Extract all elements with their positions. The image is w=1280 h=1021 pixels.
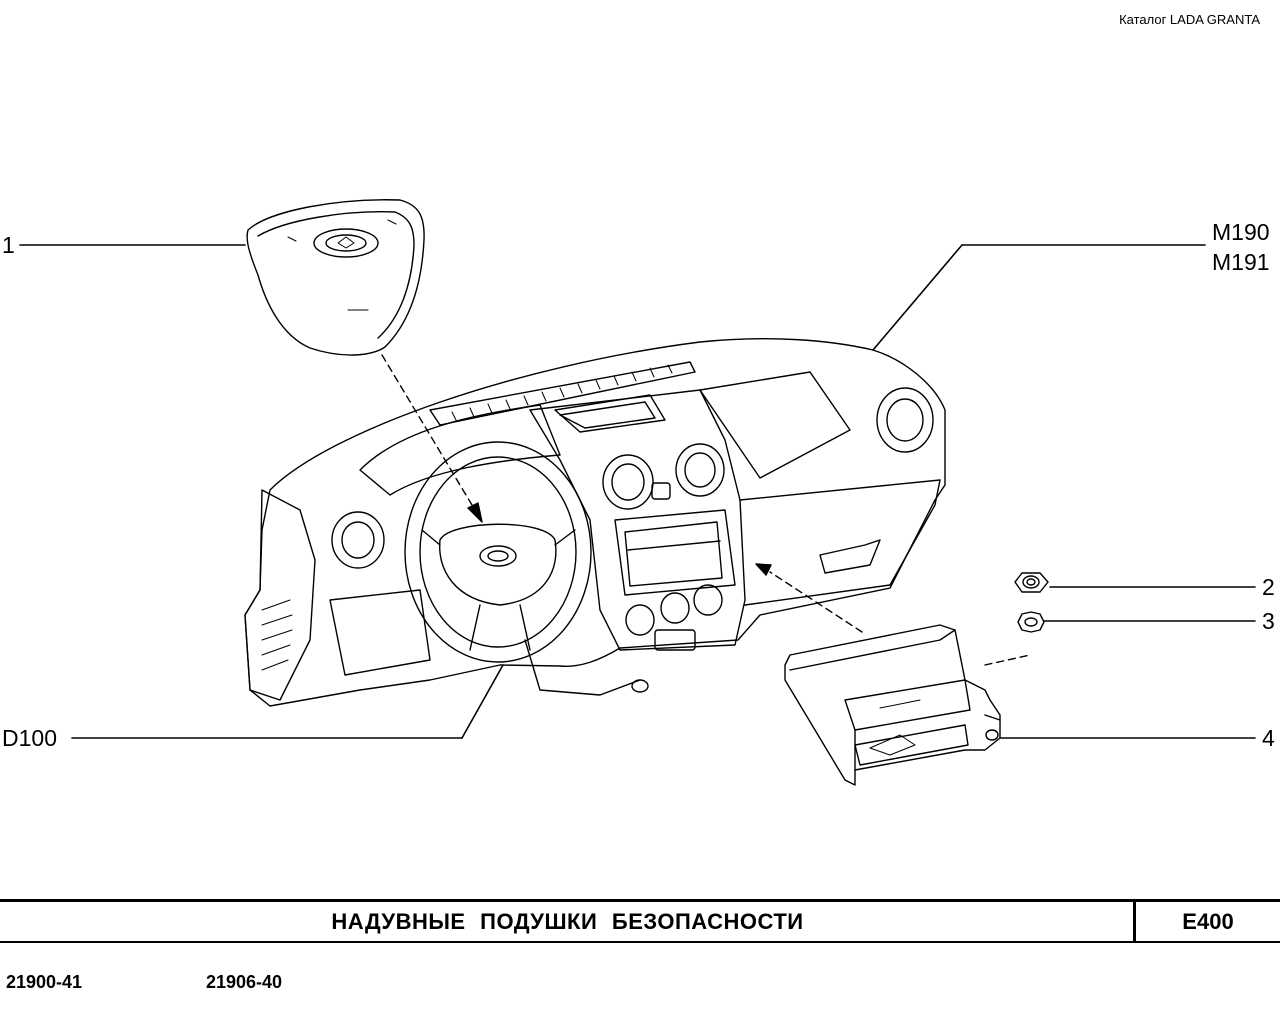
arrow-airbag — [467, 502, 483, 523]
callout-3: 3 — [1262, 608, 1275, 634]
title-divider — [1133, 902, 1136, 941]
title-bar: НАДУВНЫЕ ПОДУШКИ БЕЗОПАСНОСТИ E400 — [0, 899, 1280, 943]
callout-2: 2 — [1262, 574, 1275, 600]
leader-lines — [19, 244, 1256, 739]
section-code: E400 — [1182, 908, 1234, 934]
model-code: 21900-41 — [6, 972, 83, 992]
callout-m191: M191 — [1212, 249, 1270, 275]
airbag-module — [246, 199, 425, 356]
callout-d100: D100 — [2, 725, 57, 751]
page-title: НАДУВНЫЕ ПОДУШКИ БЕЗОПАСНОСТИ — [331, 908, 804, 934]
callout-m190: M190 — [1212, 219, 1270, 245]
airbag-control-unit — [784, 624, 1001, 786]
dashboard — [244, 338, 946, 707]
catalog-header: Каталог LADA GRANTA — [1119, 12, 1260, 27]
lock-washer — [1017, 611, 1045, 633]
callout-4: 4 — [1262, 725, 1275, 751]
model-code: 21906-40 — [206, 972, 283, 992]
callout-1: 1 — [2, 232, 15, 258]
nut — [1014, 572, 1049, 593]
arrow-ecu — [755, 563, 772, 576]
steering-wheel — [404, 441, 592, 663]
